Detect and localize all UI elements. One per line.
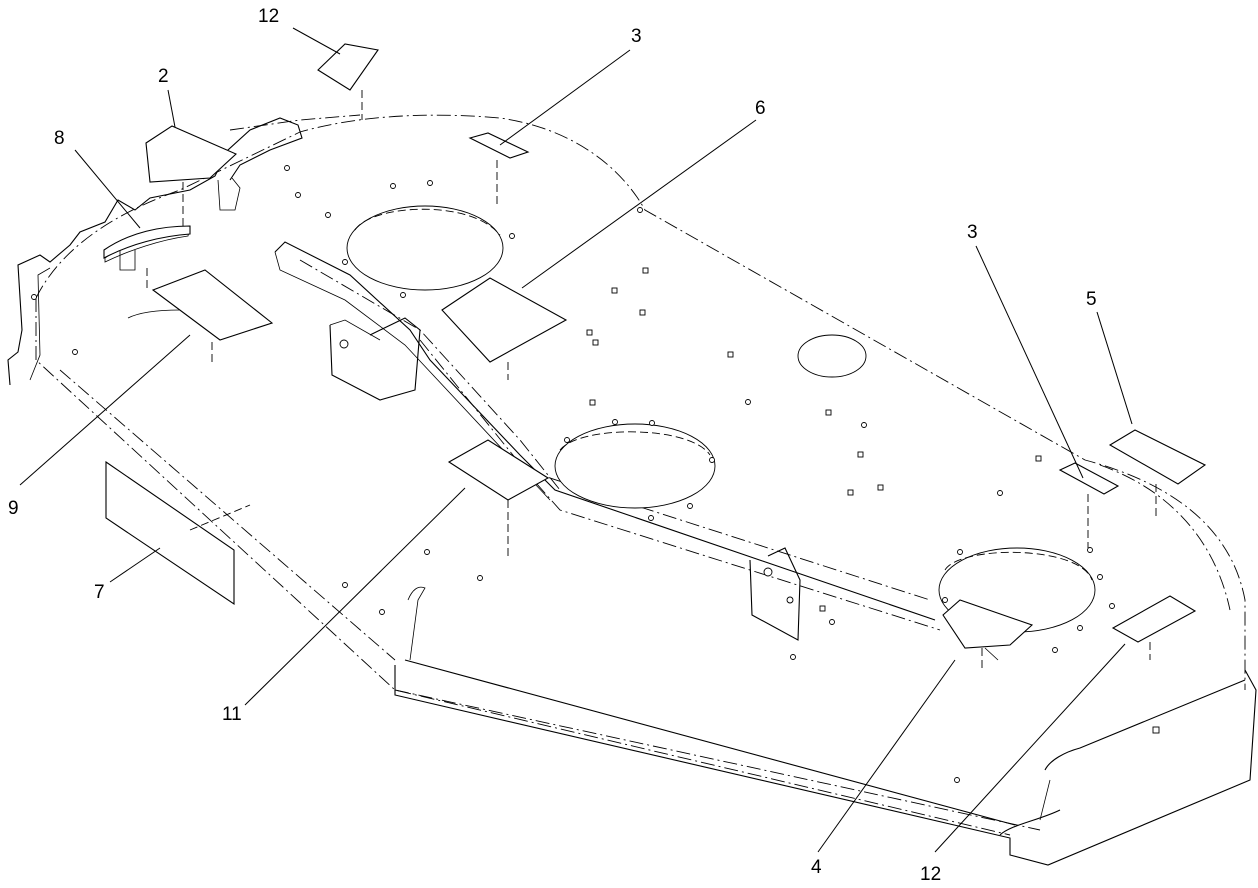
callout-6: 6 bbox=[755, 98, 766, 119]
front-bumper bbox=[394, 586, 1257, 866]
callout-2: 2 bbox=[158, 66, 169, 87]
spindle-openings bbox=[346, 205, 1096, 633]
callout-3-right: 3 bbox=[967, 222, 978, 243]
decal-6 bbox=[441, 277, 568, 363]
decal-3-top bbox=[468, 132, 530, 159]
decal-12-right bbox=[1111, 595, 1197, 643]
callout-5: 5 bbox=[1086, 289, 1097, 310]
callout-11: 11 bbox=[222, 704, 242, 725]
decal-9 bbox=[151, 269, 274, 341]
decal-3-right bbox=[1058, 462, 1120, 495]
decal-12-top bbox=[317, 43, 379, 91]
decal-8 bbox=[103, 225, 191, 259]
deck-mounting-holes bbox=[72, 165, 1160, 783]
callout-8: 8 bbox=[54, 128, 65, 149]
callouts: 12 2 8 3 6 3 5 9 7 11 4 12 bbox=[8, 6, 1097, 885]
decal-11 bbox=[447, 439, 550, 501]
callout-4: 4 bbox=[811, 857, 822, 878]
decal-4 bbox=[942, 599, 1034, 649]
callout-12-right: 12 bbox=[920, 864, 941, 885]
callout-9: 9 bbox=[8, 498, 19, 519]
decals bbox=[103, 43, 1207, 668]
leader-lines bbox=[19, 27, 1133, 853]
callout-12-top: 12 bbox=[258, 6, 279, 27]
callout-3-top: 3 bbox=[631, 26, 642, 47]
callout-7: 7 bbox=[94, 582, 105, 603]
decal-2 bbox=[145, 125, 237, 183]
decal-7 bbox=[105, 460, 235, 606]
decal-5 bbox=[1108, 429, 1207, 485]
